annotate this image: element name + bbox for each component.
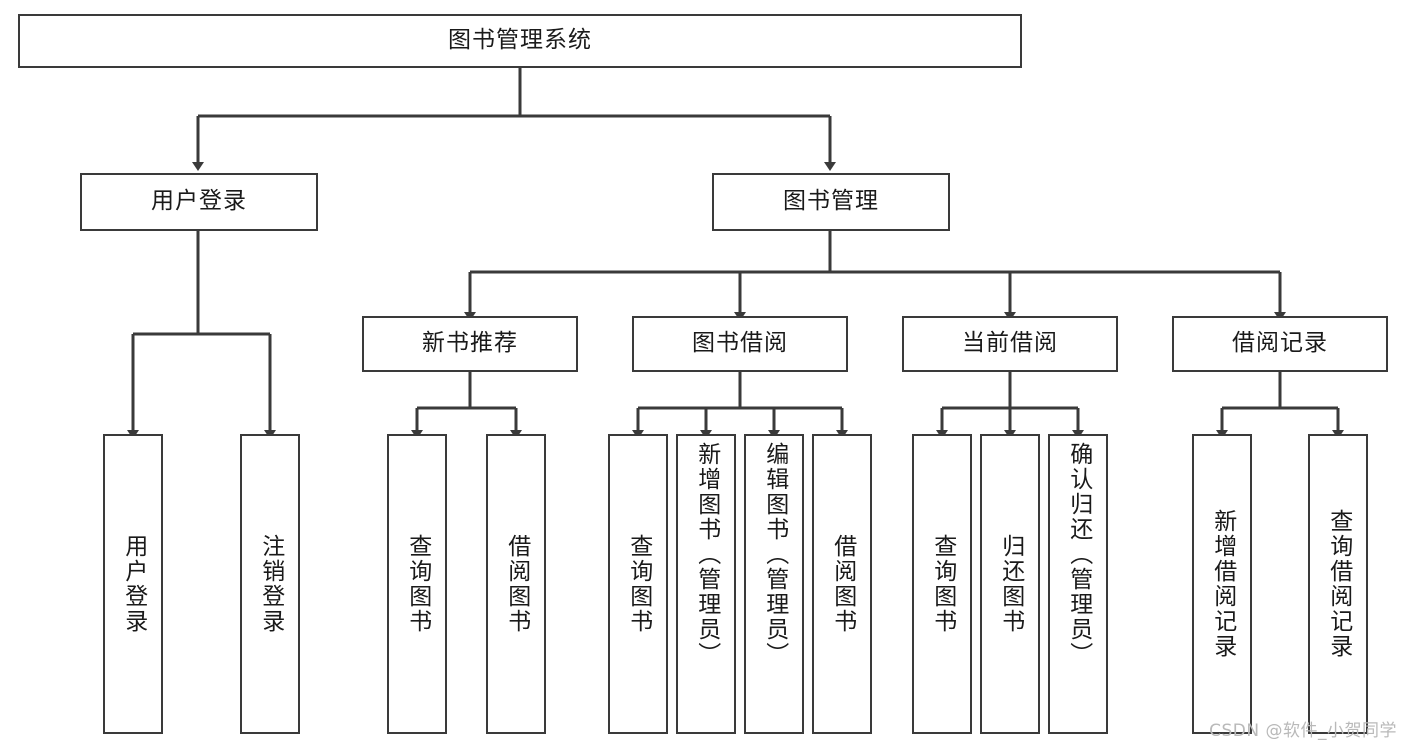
- node-leaf-borrow-book-1[interactable]: 借阅图书: [486, 434, 546, 734]
- node-label: 确认归还（管理员）: [1065, 442, 1092, 667]
- csdn-watermark: CSDN @软件_小贺同学: [1209, 721, 1397, 741]
- node-borrow-record[interactable]: 借阅记录: [1172, 316, 1388, 372]
- node-label: 查询图书: [404, 534, 431, 634]
- node-leaf-query-book-1[interactable]: 查询图书: [387, 434, 447, 734]
- node-label: 编辑图书（管理员）: [761, 442, 788, 667]
- node-label: 注销登录: [257, 534, 284, 634]
- node-leaf-query-book-2[interactable]: 查询图书: [608, 434, 668, 734]
- node-label: 用户登录: [151, 188, 247, 215]
- node-label: 当前借阅: [962, 330, 1058, 357]
- node-label: 新增借阅记录: [1209, 509, 1236, 659]
- node-label: 借阅图书: [503, 534, 530, 634]
- node-root-system[interactable]: 图书管理系统: [18, 14, 1022, 68]
- node-book-manage[interactable]: 图书管理: [712, 173, 950, 231]
- node-label: 新书推荐: [422, 330, 518, 357]
- node-leaf-add-book[interactable]: 新增图书（管理员）: [676, 434, 736, 734]
- node-label: 归还图书: [997, 534, 1024, 634]
- node-label: 图书借阅: [692, 330, 788, 357]
- node-label: 图书管理: [783, 188, 879, 215]
- node-leaf-confirm-return[interactable]: 确认归还（管理员）: [1048, 434, 1108, 734]
- node-current-borrow[interactable]: 当前借阅: [902, 316, 1118, 372]
- node-label: 新增图书（管理员）: [693, 442, 720, 667]
- node-leaf-user-login[interactable]: 用户登录: [103, 434, 163, 734]
- node-leaf-user-logout[interactable]: 注销登录: [240, 434, 300, 734]
- node-label: 借阅记录: [1232, 330, 1328, 357]
- node-new-book-recommend[interactable]: 新书推荐: [362, 316, 578, 372]
- node-label: 查询图书: [625, 534, 652, 634]
- node-leaf-borrow-book-2[interactable]: 借阅图书: [812, 434, 872, 734]
- node-label: 借阅图书: [829, 534, 856, 634]
- node-leaf-query-record[interactable]: 查询借阅记录: [1308, 434, 1368, 734]
- node-label: 图书管理系统: [448, 27, 592, 54]
- node-book-borrow[interactable]: 图书借阅: [632, 316, 848, 372]
- node-leaf-return-book[interactable]: 归还图书: [980, 434, 1040, 734]
- node-leaf-add-record[interactable]: 新增借阅记录: [1192, 434, 1252, 734]
- node-leaf-edit-book[interactable]: 编辑图书（管理员）: [744, 434, 804, 734]
- node-leaf-query-book-3[interactable]: 查询图书: [912, 434, 972, 734]
- node-label: 用户登录: [120, 534, 147, 634]
- node-label: 查询借阅记录: [1325, 509, 1352, 659]
- node-label: 查询图书: [929, 534, 956, 634]
- node-user-login[interactable]: 用户登录: [80, 173, 318, 231]
